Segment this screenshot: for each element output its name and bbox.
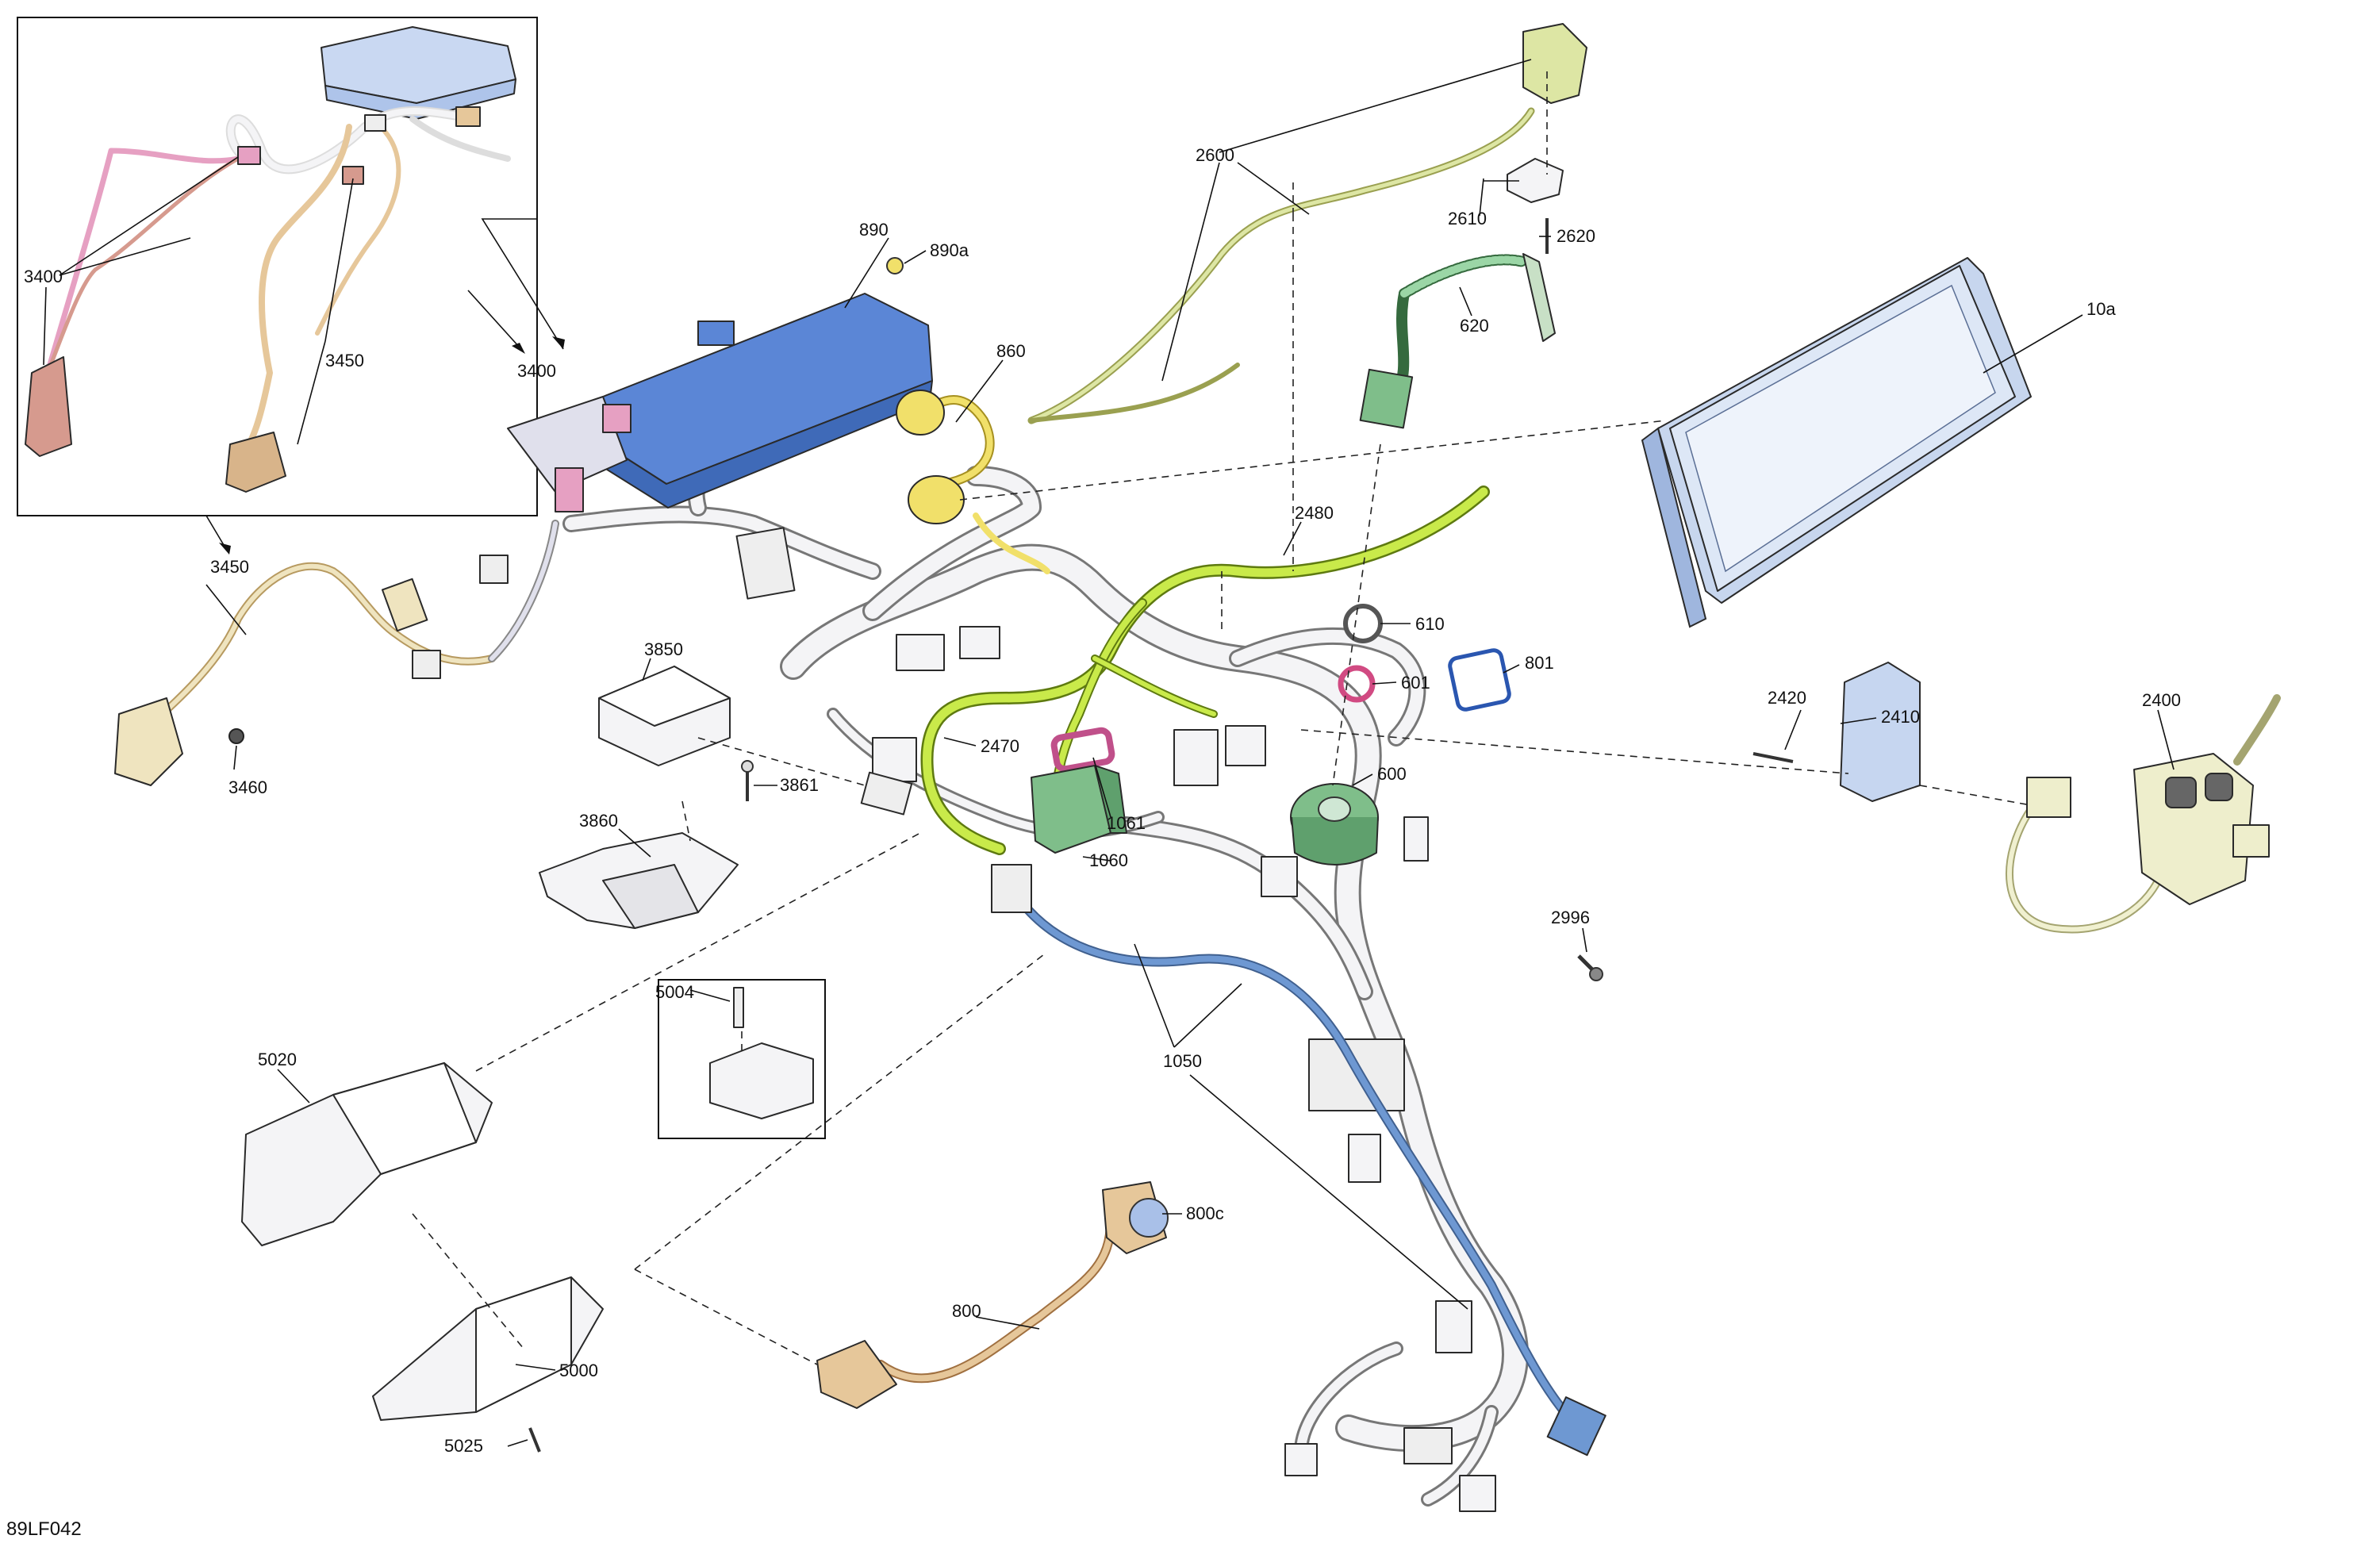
- callout-890: 890: [859, 220, 889, 240]
- callout-2480: 2480: [1295, 503, 1334, 523]
- leader-lines: [205, 59, 2175, 1447]
- callout-1061: 1061: [1107, 813, 1146, 833]
- callout-601: 601: [1401, 673, 1430, 693]
- cover-2410: [1840, 662, 1921, 802]
- callout-2996: 2996: [1551, 908, 1590, 927]
- callout-5025: 5025: [444, 1436, 483, 1456]
- callout-1060: 1060: [1089, 850, 1128, 870]
- callout-3400: 3400: [517, 361, 556, 381]
- pin-5004: [733, 987, 744, 1028]
- callout-890a: 890a: [930, 240, 969, 260]
- callout-3450-inset: 3450: [325, 351, 364, 370]
- screw-5025: [528, 1427, 541, 1453]
- callout-800: 800: [952, 1301, 981, 1321]
- callout-2400: 2400: [2142, 690, 2181, 710]
- switch-2600: [1522, 23, 1587, 104]
- seal-1061: [1050, 727, 1115, 773]
- ring-610: [1343, 604, 1383, 643]
- sensor-3450: [114, 697, 183, 786]
- screw-3460: [228, 728, 244, 744]
- callout-3400-inset: 3400: [24, 267, 63, 286]
- connector-800: [816, 1340, 897, 1409]
- callout-860: 860: [996, 341, 1026, 361]
- gasket-801: [1448, 648, 1511, 712]
- callout-labels: 3400 3450 3400 3450 3460 890 890a 860 26…: [6, 145, 2181, 1540]
- callout-3460: 3460: [228, 777, 267, 797]
- relay-1060: [1031, 765, 1111, 854]
- connector-860: [908, 475, 965, 524]
- callout-2610: 2610: [1448, 209, 1487, 228]
- callout-2470: 2470: [981, 736, 1019, 756]
- assembly-lines: [412, 71, 2032, 1365]
- bracket-2610: [1507, 158, 1564, 203]
- callout-3450: 3450: [210, 557, 249, 577]
- bulb-800c: [1129, 1198, 1169, 1238]
- nut-890a: [886, 257, 904, 274]
- connector-620: [1359, 368, 1414, 429]
- drawing-code: 89LF042: [6, 1518, 82, 1540]
- callout-600: 600: [1377, 764, 1407, 784]
- inset-detail-box: [17, 17, 538, 516]
- wire-1050: [1019, 900, 1583, 1433]
- callout-610: 610: [1415, 614, 1445, 634]
- callout-2420: 2420: [1768, 688, 1806, 708]
- callout-2600: 2600: [1196, 145, 1234, 165]
- callout-801: 801: [1525, 653, 1554, 673]
- callout-10a: 10a: [2086, 299, 2116, 319]
- callout-800c: 800c: [1186, 1203, 1224, 1223]
- callout-3850: 3850: [644, 639, 683, 659]
- callout-1050: 1050: [1163, 1051, 1202, 1071]
- callout-5000: 5000: [559, 1361, 598, 1380]
- callout-3860: 3860: [579, 811, 618, 831]
- callout-5004: 5004: [655, 982, 694, 1002]
- callout-2620: 2620: [1557, 226, 1595, 246]
- callout-2410: 2410: [1881, 707, 1920, 727]
- main-wire-harness: [562, 436, 1529, 1512]
- callout-5020: 5020: [258, 1050, 297, 1069]
- callout-3861: 3861: [780, 775, 819, 795]
- callout-620: 620: [1460, 316, 1489, 336]
- display-10a: [1641, 257, 2032, 628]
- screw-2420: [1752, 752, 1794, 763]
